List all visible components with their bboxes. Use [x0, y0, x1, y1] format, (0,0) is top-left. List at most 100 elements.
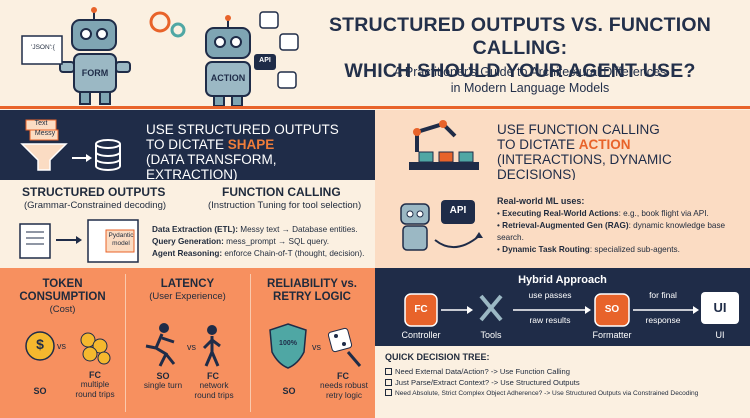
metric-left-label: SO: [33, 386, 47, 396]
so-subheading: (Grammar-Constrained decoding): [24, 200, 167, 211]
real-world-heading: Real-world ML uses:: [497, 196, 585, 206]
metric-title: RELIABILITY vs. RETRY LOGIC: [267, 278, 357, 303]
messy-text-label-bottom: Messy: [34, 130, 56, 137]
list-item-text: : e.g., book flight via API.: [618, 209, 709, 218]
metric-right-label: FC: [89, 370, 101, 380]
coins-icon: [25, 331, 111, 365]
title-line-2: WHICH SHOULD YOUR AGENT USE?: [344, 60, 696, 82]
arrow-label-2: raw results: [529, 315, 571, 325]
metric-reliability: RELIABILITY vs. RETRY LOGIC: [250, 278, 375, 304]
formatter-label: Formatter: [592, 330, 632, 340]
list-item-title: Data Extraction (ETL):: [152, 225, 238, 234]
shield-dice-icon: [269, 323, 362, 369]
metric-title: LATENCY: [160, 278, 215, 290]
list-item-text: : dynamic knowledge base search.: [497, 221, 726, 242]
checkbox-icon: [385, 379, 392, 386]
metric-right-label: FC: [337, 371, 349, 381]
document-to-model-icon: [19, 219, 139, 263]
so-heading: STRUCTURED OUTPUTS: [22, 185, 166, 199]
dollar-icon: $: [36, 336, 44, 352]
messy-text-label-top: Text: [34, 120, 48, 127]
decision-item-text: Need Absolute, Strict Complex Object Adh…: [395, 390, 699, 397]
controller-icon: FC: [414, 304, 428, 315]
decision-item-text: Just Parse/Extract Context? -> Use Struc…: [395, 378, 580, 387]
metric-token-consumption: TOKEN CONSUMPTION (Cost): [0, 278, 125, 315]
checkbox-icon: [385, 368, 392, 375]
robot-form-illustration: [59, 7, 131, 105]
list-item: • Retrieval-Augmented Gen (RAG): dynamic…: [497, 221, 726, 242]
page-title: STRUCTURED OUTPUTS VS. FUNCTION CALLING:…: [300, 14, 740, 83]
list-item: Data Extraction (ETL): Messy text → Data…: [152, 224, 374, 236]
arrow-label-1: use passes: [528, 290, 572, 300]
formatter-icon: SO: [604, 304, 620, 315]
list-item-title: Agent Reasoning:: [152, 249, 223, 258]
metric-right-desc: network round trips: [194, 380, 234, 400]
fc-use-list: • Executing Real-World Actions: e.g., bo…: [497, 208, 742, 256]
decision-item-text: Need External Data/Action? -> Use Functi…: [395, 367, 570, 376]
list-item: • Executing Real-World Actions: e.g., bo…: [497, 209, 709, 218]
fc-subheading: (Instruction Tuning for tool selection): [208, 200, 362, 211]
arrow-label-4: response: [645, 315, 681, 325]
page-subtitle: A Practitioner's Guide to Architectural …: [330, 64, 730, 96]
decision-tree-title: QUICK DECISION TREE:: [385, 352, 490, 362]
real-world-uses-panel: API Real-world ML uses: • Executing Real…: [375, 180, 750, 268]
banner-left-line2: TO DICTATE: [146, 137, 228, 152]
funnel-database-icon: [20, 119, 121, 171]
metric-right-desc: needs robust retry logic: [320, 380, 368, 400]
robot-arm-icon: [409, 120, 479, 170]
vs-label: vs: [57, 341, 66, 351]
banner-left-line3: (DATA TRANSFORM, EXTRACTION): [146, 152, 277, 182]
runners-icon: [145, 323, 221, 367]
shield-label: 100%: [279, 340, 297, 347]
json-note: [21, 35, 63, 65]
pydantic-model-label: Pydantic model: [108, 232, 134, 247]
fc-heading: FUNCTION CALLING: [222, 185, 341, 199]
list-item: • Dynamic Task Routing: specialized sub-…: [497, 245, 680, 254]
decision-item: Just Parse/Extract Context? -> Use Struc…: [385, 377, 745, 388]
metric-right-desc: multiple round trips: [75, 379, 115, 399]
list-item-title: Dynamic Task Routing: [502, 245, 590, 254]
list-item-title: Query Generation:: [152, 237, 224, 246]
decision-tree-list: Need External Data/Action? -> Use Functi…: [385, 366, 745, 399]
api-icon: [254, 54, 276, 70]
hybrid-flow-diagram: [404, 292, 739, 327]
robot-form-label: FORM: [81, 68, 109, 78]
cloud-icon: [277, 71, 297, 89]
list-item-text: mess_prompt → SQL query.: [223, 237, 329, 246]
title-line-1: STRUCTURED OUTPUTS VS. FUNCTION CALLING:: [328, 14, 712, 59]
robot-action-label: ACTION: [210, 73, 246, 83]
hybrid-title: Hybrid Approach: [518, 274, 607, 286]
list-item-text: Messy text → Database entities.: [237, 225, 358, 234]
metric-left-desc: single turn: [143, 380, 183, 390]
banner-right-line3: (INTERACTIONS, DYNAMIC DECISIONS): [497, 152, 672, 182]
robot-api-icon: [400, 200, 483, 251]
list-item-title: Executing Real-World Actions: [502, 209, 619, 218]
gear-icon: [170, 22, 186, 38]
metrics-divider: [125, 274, 126, 412]
robots-illustration: [21, 7, 299, 107]
banner-function-calling: USE FUNCTION CALLING TO DICTATE ACTION (…: [375, 110, 750, 182]
metric-latency: LATENCY (User Experience): [125, 278, 250, 302]
decision-tree: QUICK DECISION TREE: Need External Data/…: [375, 346, 750, 418]
search-icon: [279, 33, 299, 51]
header-divider: [0, 106, 750, 109]
metrics-divider: [250, 274, 251, 412]
decision-item: Need Absolute, Strict Complex Object Adh…: [385, 388, 745, 399]
metric-title: TOKEN CONSUMPTION: [19, 278, 106, 303]
list-item-text: : specialized sub-agents.: [589, 245, 680, 254]
robot-action-illustration: [205, 15, 251, 107]
metric-subtitle: (User Experience): [149, 291, 226, 302]
checkbox-icon: [385, 389, 392, 396]
list-item: Query Generation: mess_prompt → SQL quer…: [152, 236, 374, 248]
subtitle-line-1: A Practitioner's Guide to Architectural …: [393, 65, 667, 79]
header: 'JSON':{ FORM ACTION API STRUCTURED OUTP…: [0, 0, 750, 108]
list-item: Agent Reasoning: enforce Chain-of-T (tho…: [152, 248, 374, 260]
ui-icon: UI: [713, 300, 727, 315]
banner-structured-outputs: Text Messy USE STRUCTURED OUTPUTS TO DIC…: [0, 110, 375, 182]
controller-label: Controller: [401, 330, 441, 340]
tools-label: Tools: [480, 330, 502, 340]
banner-left-line1: USE STRUCTURED OUTPUTS: [146, 122, 339, 137]
arrow-label-3: for final: [649, 290, 677, 300]
vs-label: vs: [187, 342, 196, 352]
metrics-panel: TOKEN CONSUMPTION (Cost) $ vs SO FC mult…: [0, 268, 375, 418]
